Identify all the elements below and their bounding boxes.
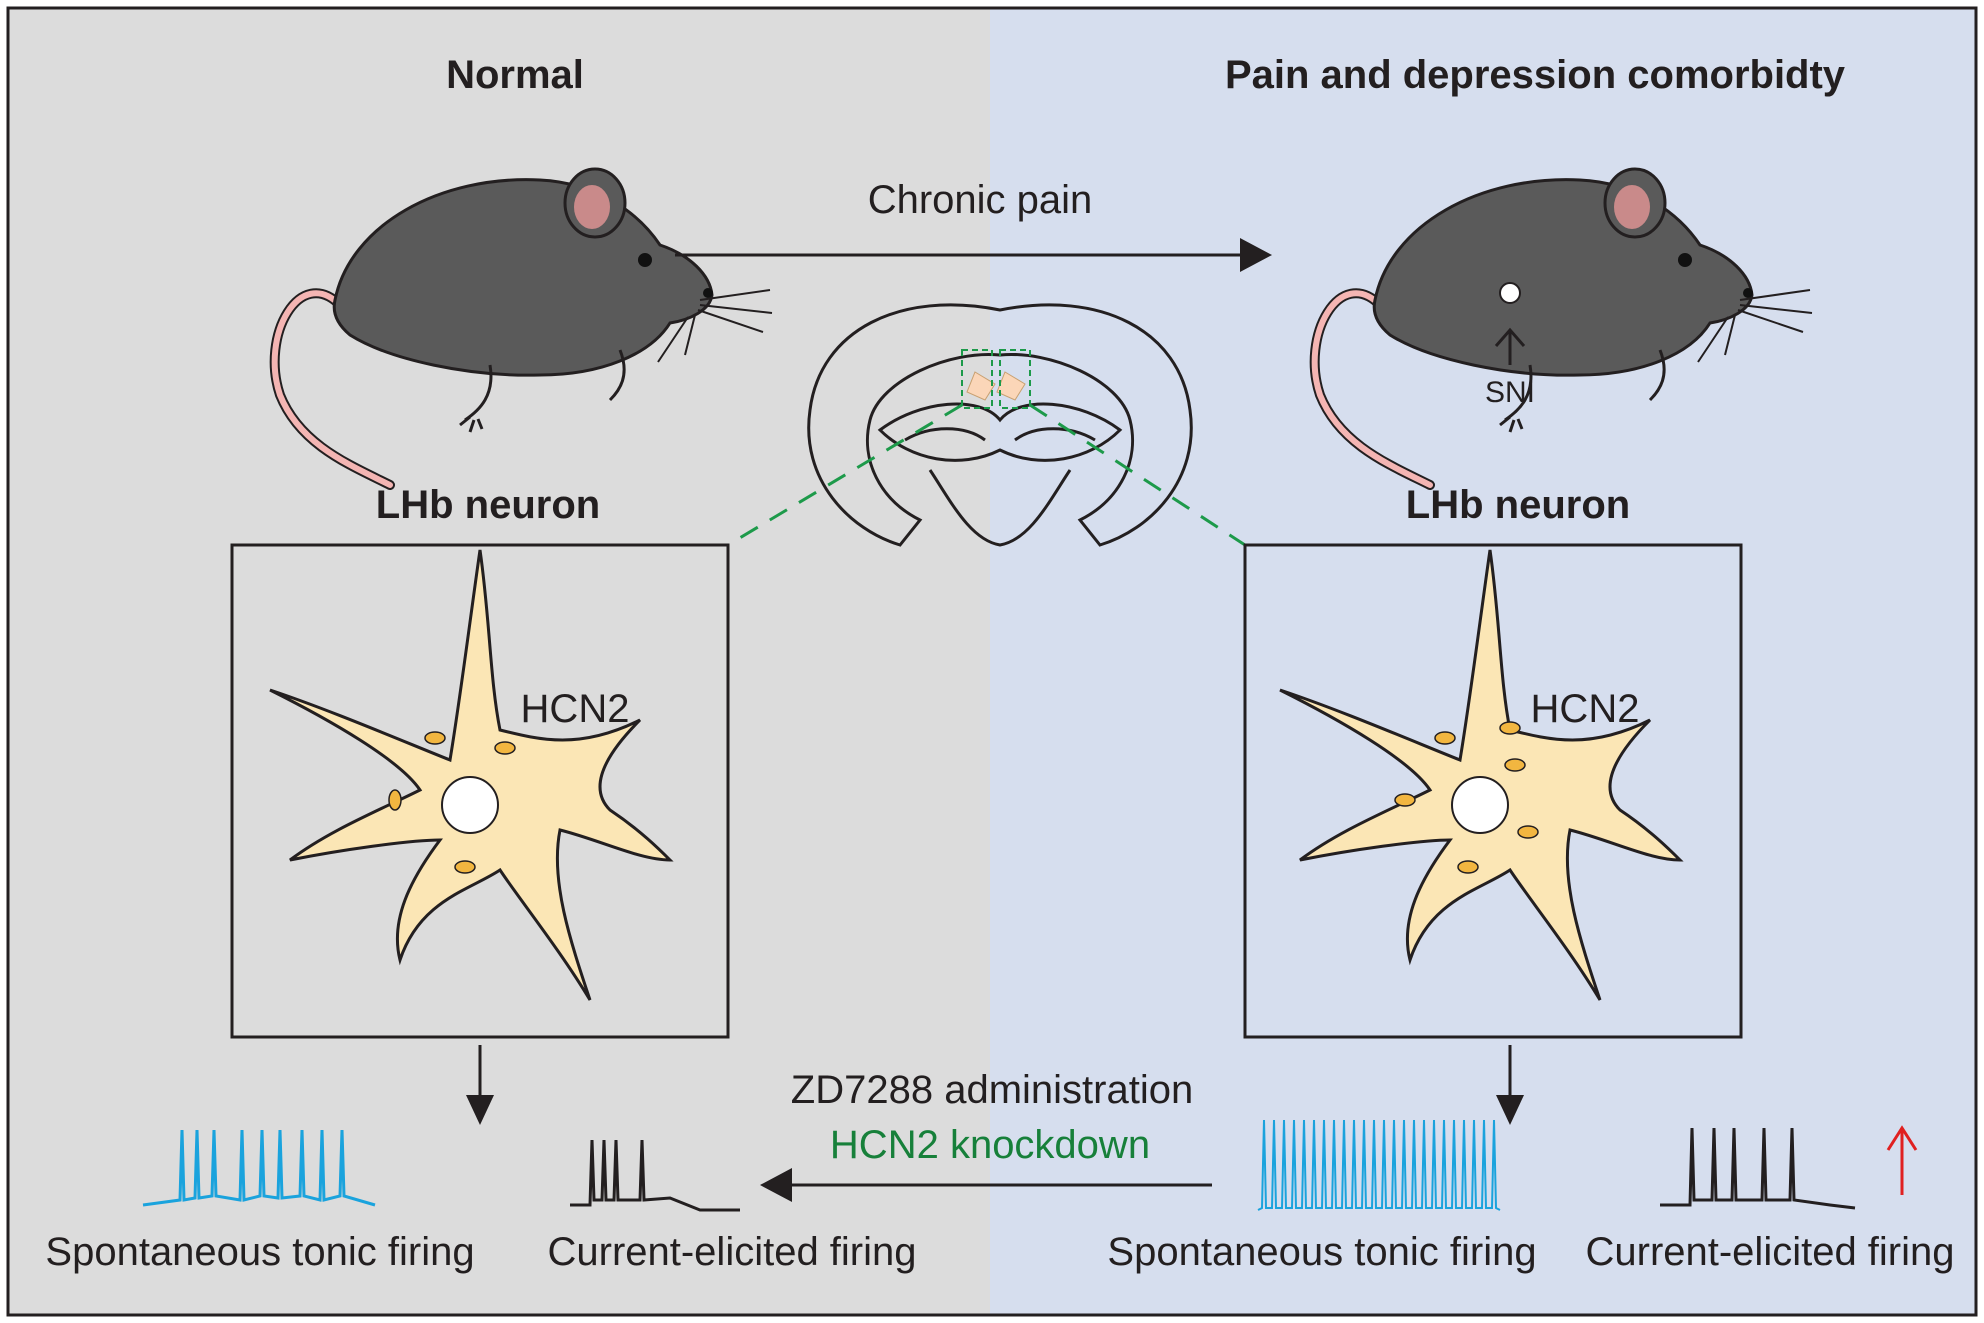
pain-elicited-trace: [1660, 1127, 1856, 1210]
pain-neuron-panel: HCN2: [1243, 543, 1743, 1039]
sni-label: SNI: [1485, 376, 1535, 409]
left-zoom-line: [727, 403, 963, 547]
right-zoom-box: [999, 349, 1031, 409]
pain-neuron-title: LHb neuron: [1406, 483, 1630, 527]
pain-mouse-illustration: [1315, 169, 1812, 485]
pain-spontaneous-trace: [1257, 1119, 1501, 1211]
left-zoom-box: [961, 349, 993, 409]
hcn2-channel: [454, 860, 476, 874]
normal-down-arrow: [466, 1045, 494, 1125]
hcn2-channel: [424, 731, 446, 745]
pain-neuron-cell: [1279, 549, 1684, 1001]
hcn2-channel: [494, 741, 516, 755]
hcn2-channel: [1434, 731, 1456, 745]
treatment-arrow: [760, 1168, 1212, 1202]
normal-spontaneous-trace: [142, 1129, 376, 1207]
injured-paw-icon: [1499, 282, 1521, 304]
hcn2-channel: [1457, 860, 1479, 874]
hcn2-channel: [388, 789, 402, 811]
hcn2-knockdown-label: HCN2 knockdown: [830, 1123, 1150, 1167]
normal-neuron-cell: [269, 549, 674, 1001]
hcn2-channel: [1499, 721, 1521, 735]
chronic-pain-arrow: [675, 238, 1272, 272]
normal-spontaneous-label: Spontaneous tonic firing: [45, 1230, 474, 1274]
normal-hcn2-label: HCN2: [521, 687, 630, 731]
right-zoom-line: [1029, 403, 1246, 547]
hcn2-channel: [1394, 793, 1416, 807]
normal-neuron-panel: HCN2: [230, 543, 730, 1039]
sni-indicator: SNI: [1485, 327, 1535, 409]
increase-arrow-icon: [1886, 1125, 1918, 1195]
normal-title: Normal: [446, 53, 584, 97]
normal-elicited-trace: [570, 1139, 740, 1212]
chronic-pain-label: Chronic pain: [868, 178, 1093, 222]
pain-down-arrow: [1496, 1045, 1524, 1125]
hcn2-channel: [1517, 825, 1539, 839]
pain-hcn2-label: HCN2: [1531, 687, 1640, 731]
normal-neuron-nucleus: [441, 776, 499, 834]
zd7288-label: ZD7288 administration: [791, 1068, 1193, 1112]
figure-border: [6, 6, 1978, 1317]
pain-spontaneous-label: Spontaneous tonic firing: [1107, 1230, 1536, 1274]
hcn2-channel: [1504, 758, 1526, 772]
pain-elicited-label: Current-elicited firing: [1585, 1230, 1954, 1274]
pain-title: Pain and depression comorbidty: [1225, 53, 1846, 97]
normal-neuron-title: LHb neuron: [376, 483, 600, 527]
normal-elicited-label: Current-elicited firing: [547, 1230, 916, 1274]
pain-neuron-nucleus: [1451, 776, 1509, 834]
